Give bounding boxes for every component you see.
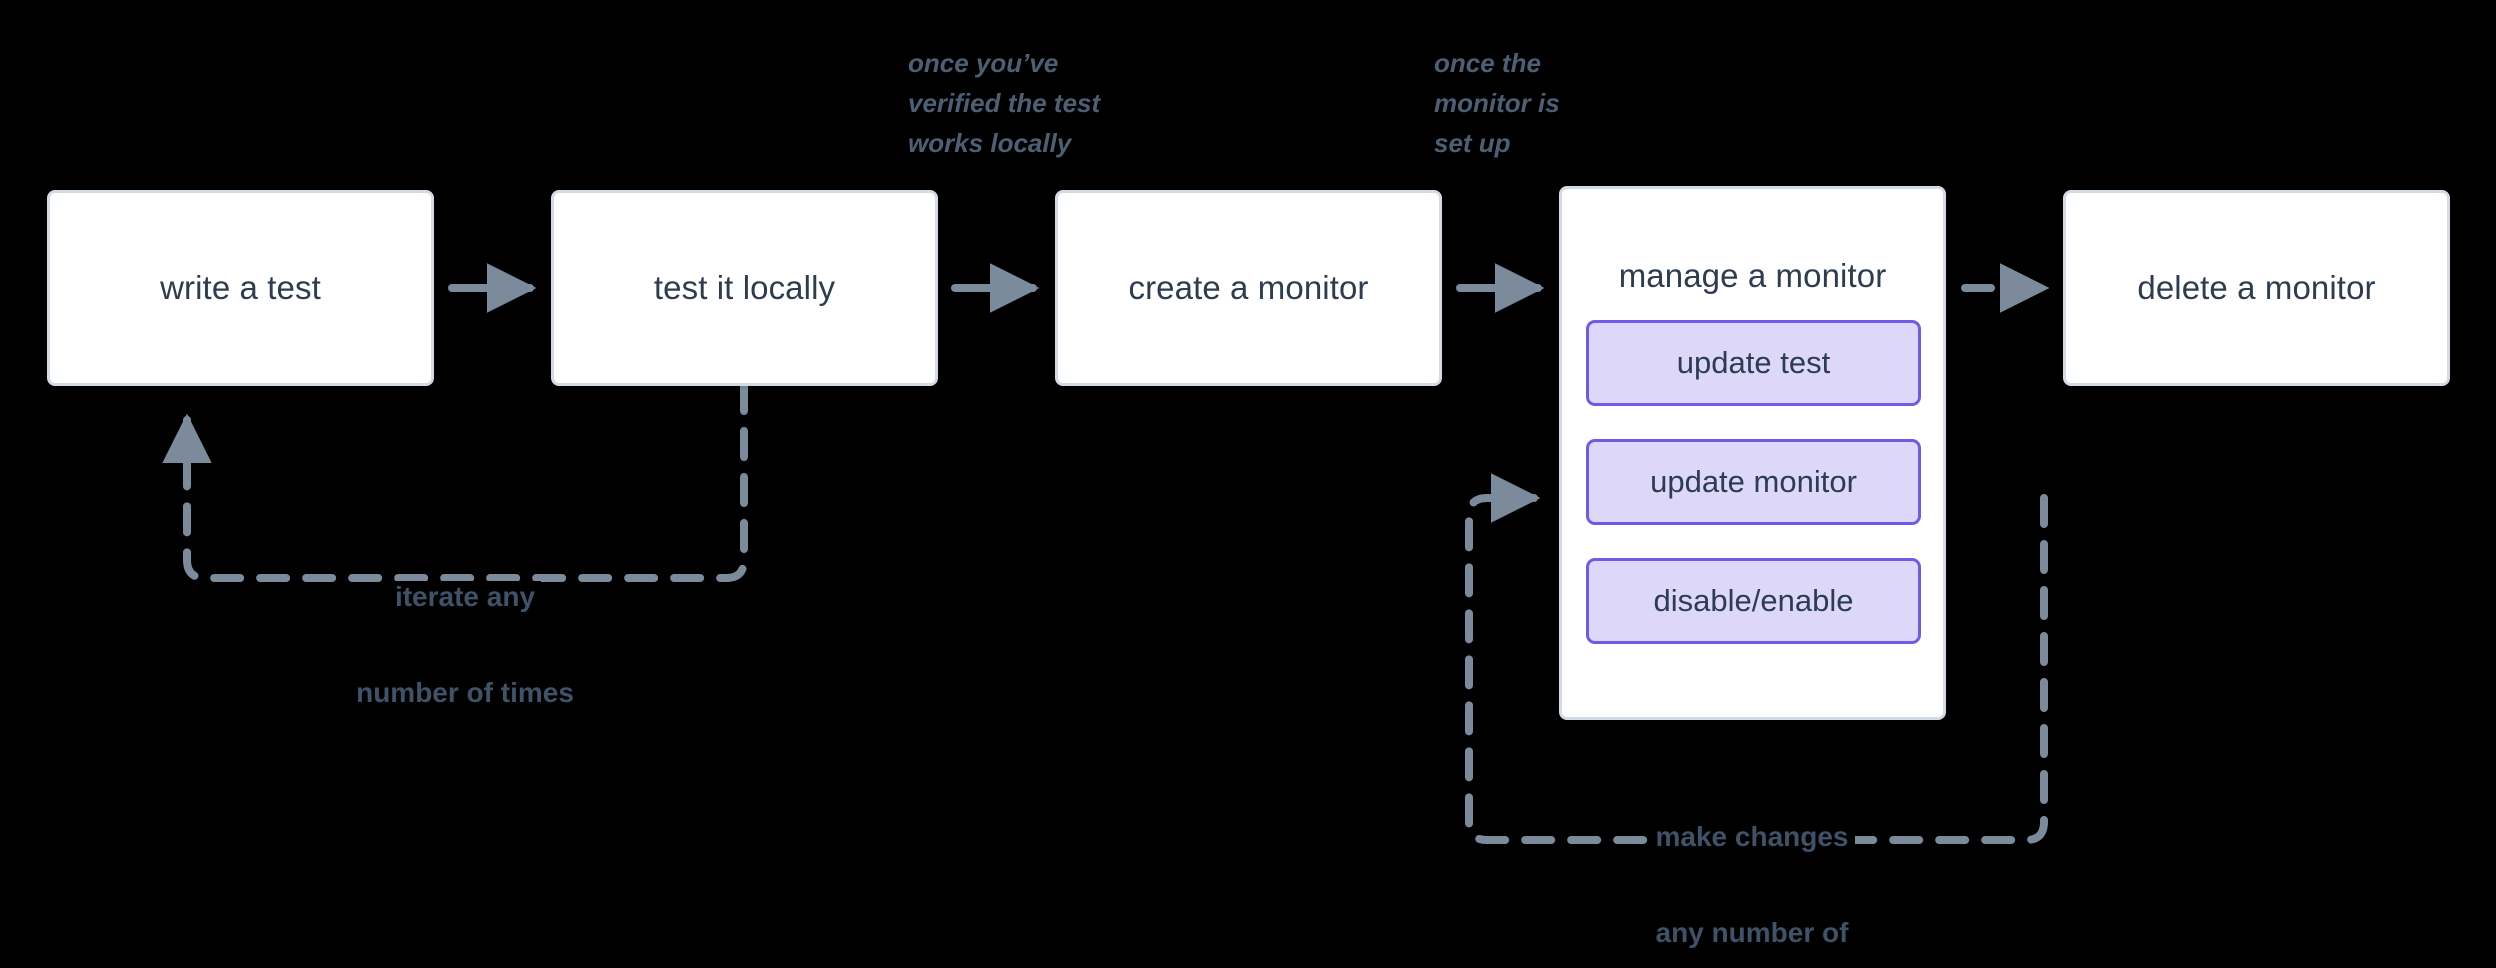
loop-label-iterate-line1: iterate any [388, 581, 542, 612]
node-label-test-it-locally: test it locally [653, 269, 836, 306]
loop-label-make-changes-line1: make changes [1649, 821, 1855, 852]
node-manage-a-monitor[interactable]: manage a monitor update test update moni… [1559, 186, 1946, 720]
subnode-label-update-test: update test [1676, 345, 1831, 380]
subnode-update-test[interactable]: update test [1586, 320, 1921, 406]
node-label-delete-a-monitor: delete a monitor [2137, 269, 2376, 306]
subnode-update-monitor[interactable]: update monitor [1586, 439, 1921, 525]
subnode-disable-enable[interactable]: disable/enable [1586, 558, 1921, 644]
node-test-it-locally[interactable]: test it locally [551, 190, 938, 386]
loop-label-make-changes-line2: any number of [1649, 917, 1855, 948]
subnode-label-update-monitor: update monitor [1650, 464, 1857, 499]
loop-label-make-changes: make changes any number of times [1612, 765, 1892, 968]
node-write-a-test[interactable]: write a test [47, 190, 434, 386]
subnode-label-disable-enable: disable/enable [1653, 583, 1854, 618]
annotation-once-verified: once you’ve verified the test works loca… [908, 48, 1101, 158]
loop-label-iterate-line2: number of times [350, 677, 580, 708]
node-label-manage-a-monitor: manage a monitor [1618, 257, 1887, 294]
node-label-write-a-test: write a test [160, 269, 321, 306]
node-create-a-monitor[interactable]: create a monitor [1055, 190, 1442, 386]
node-label-create-a-monitor: create a monitor [1128, 269, 1369, 306]
node-delete-a-monitor[interactable]: delete a monitor [2063, 190, 2450, 386]
annotation-once-set-up: once the monitor is set up [1434, 48, 1560, 158]
loop-label-iterate: iterate any number of times [325, 525, 605, 765]
